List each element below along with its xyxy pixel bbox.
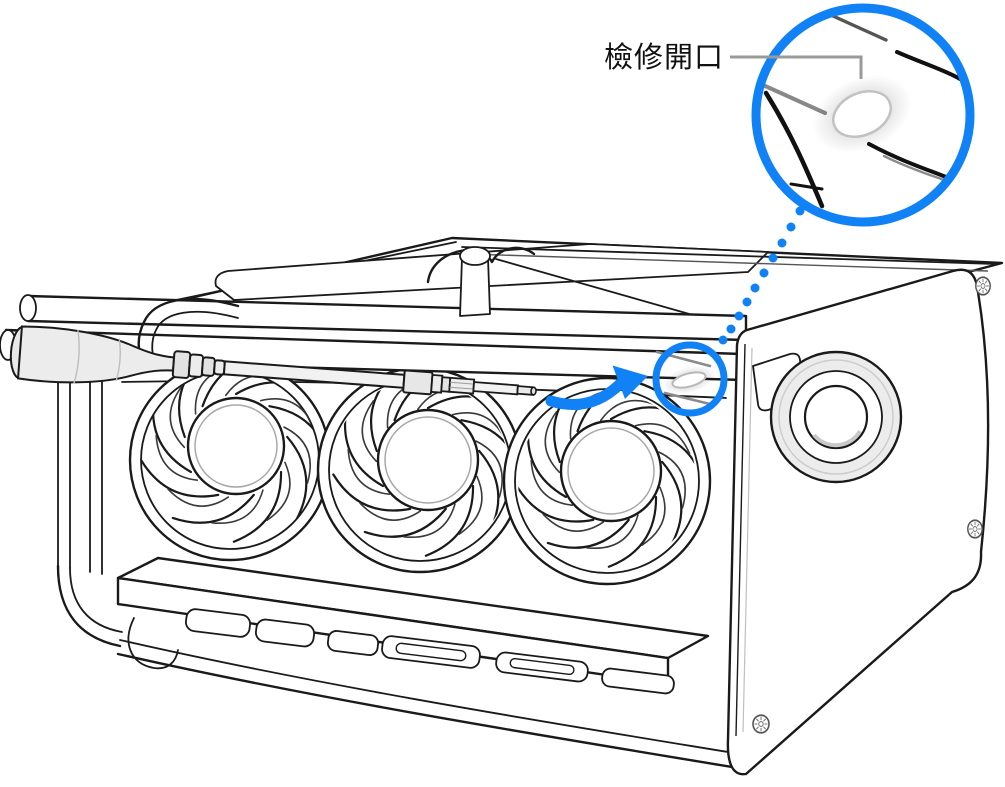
dotted-leader-line — [718, 206, 805, 345]
fan-3 — [502, 376, 712, 586]
frame-bottom-corner — [56, 564, 179, 670]
insert-arrow-head — [612, 365, 648, 399]
fan-2 — [316, 366, 524, 574]
screwdriver — [9, 325, 537, 396]
panel-screw-icon — [966, 519, 984, 539]
side-panel — [726, 268, 992, 776]
foot-ring — [769, 350, 903, 484]
label-leader-line — [730, 55, 863, 79]
fan-1 — [128, 358, 332, 562]
io-slots — [185, 608, 675, 695]
callout-label: 檢修開口 — [604, 41, 724, 74]
service-opening-magnified — [812, 74, 912, 154]
insert-arrow — [545, 378, 626, 410]
frame-legs — [57, 365, 103, 575]
panel-screw-icon — [974, 276, 992, 296]
bottom-rail — [116, 639, 741, 770]
panel-screw-icon — [752, 714, 770, 734]
device-illustration — [0, 236, 1004, 776]
magnifier-callout — [751, 3, 975, 227]
service-opening-highlight-ring — [652, 341, 728, 417]
magnifier-ring — [751, 3, 975, 227]
handle-clamp — [426, 246, 536, 317]
